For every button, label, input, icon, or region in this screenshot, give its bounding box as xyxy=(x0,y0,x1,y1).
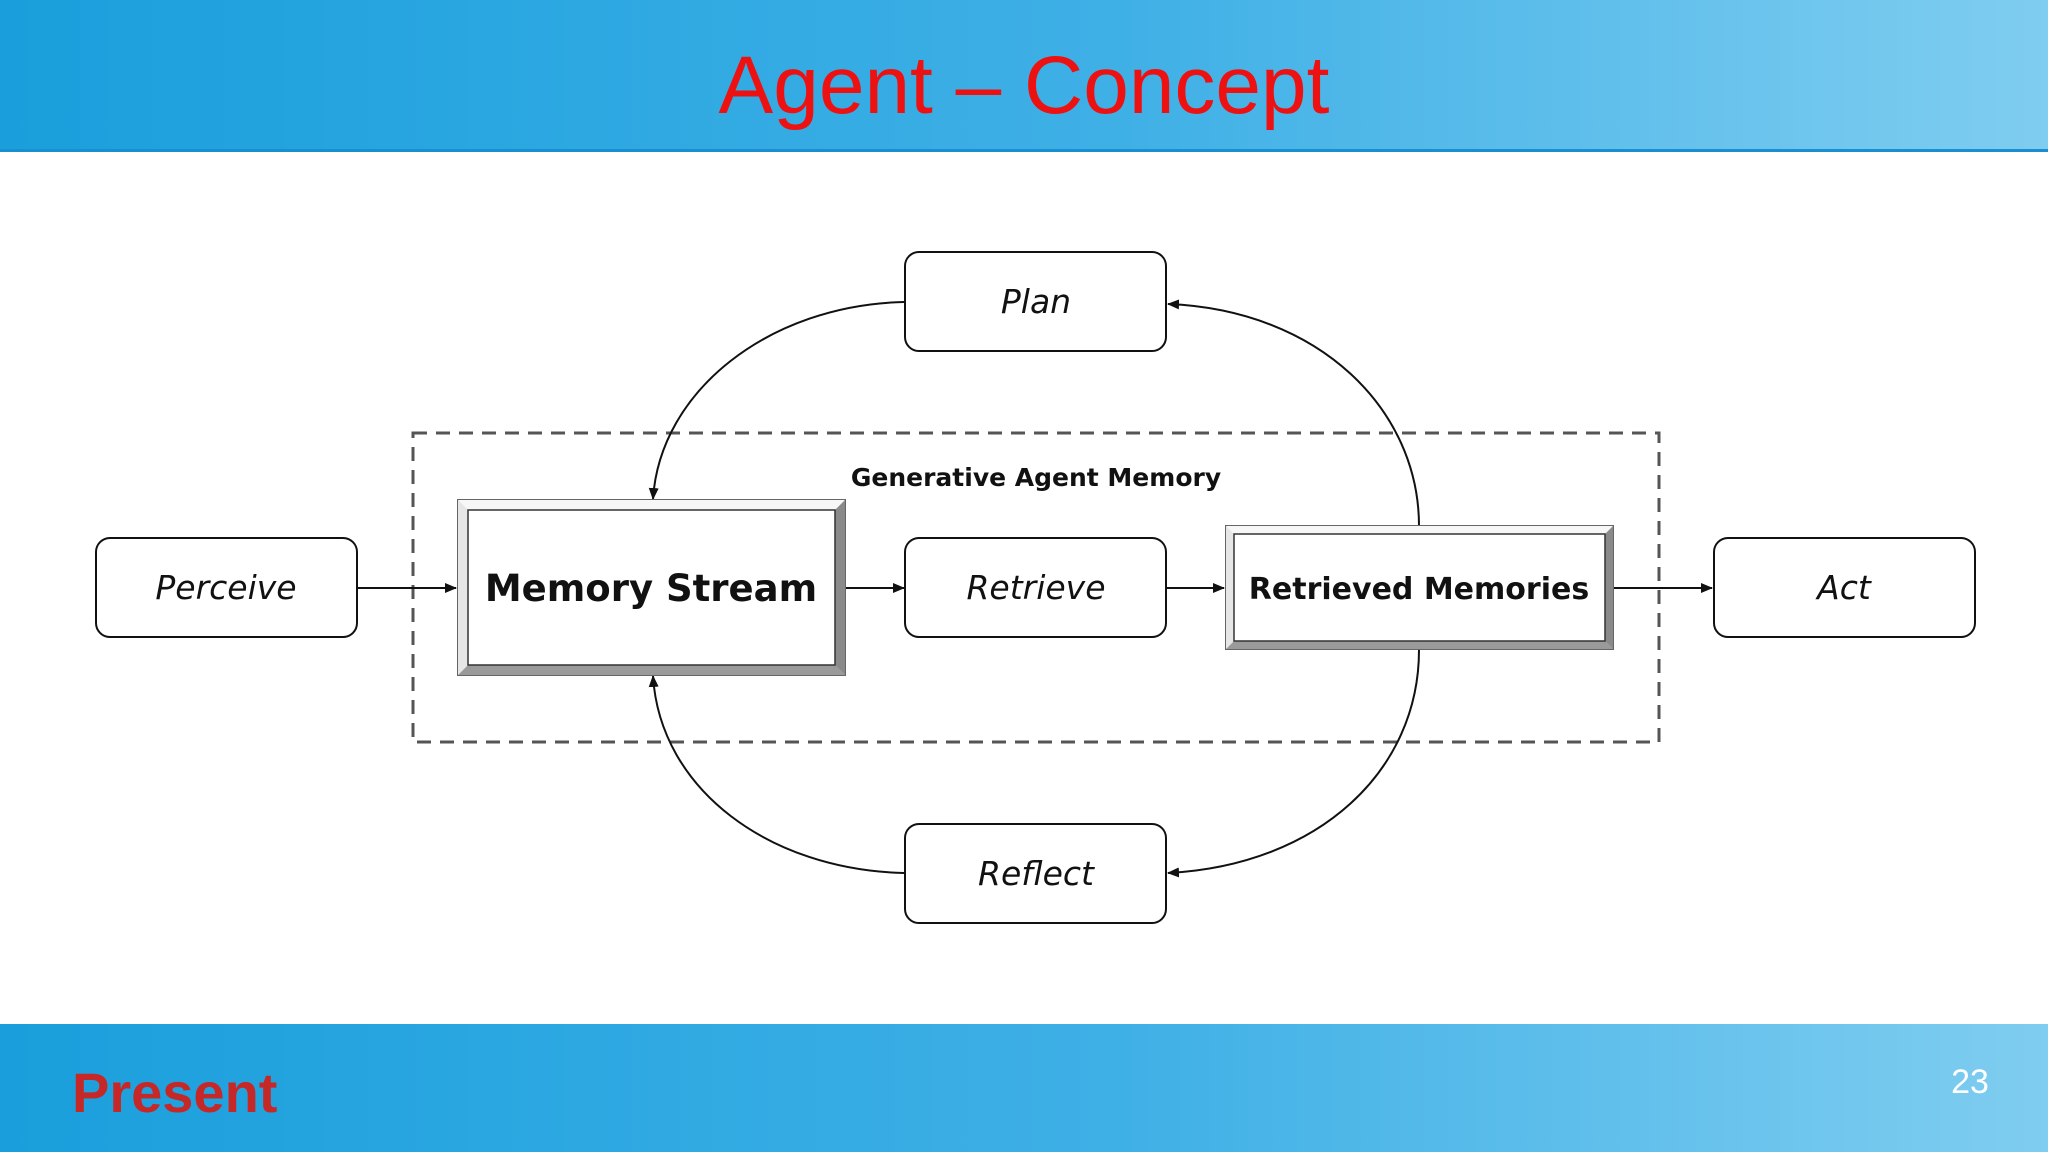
node-retrieved-memories-label: Retrieved Memories xyxy=(1249,572,1589,607)
node-memory-stream-label: Memory Stream xyxy=(485,567,817,610)
footer-label: Present xyxy=(72,1061,278,1124)
node-reflect: Reflect xyxy=(904,823,1167,924)
arc-retrieved-to-reflect xyxy=(1167,649,1420,878)
node-act-label: Act xyxy=(1815,568,1872,607)
node-perceive: Perceive xyxy=(95,537,358,638)
arc-retrieved-to-plan xyxy=(1167,299,1420,527)
node-plan-label: Plan xyxy=(1001,282,1071,321)
connectors xyxy=(358,299,1713,878)
footer-band xyxy=(0,1024,2048,1152)
slide-title: Agent – Concept xyxy=(718,40,1330,131)
node-plan: Plan xyxy=(904,251,1167,352)
node-retrieved-memories: Retrieved Memories xyxy=(1225,525,1614,650)
header-band xyxy=(0,0,2048,152)
group-label: Generative Agent Memory xyxy=(851,463,1221,492)
node-act: Act xyxy=(1713,537,1976,638)
node-reflect-label: Reflect xyxy=(978,854,1095,893)
page-number: 23 xyxy=(1951,1063,1989,1101)
node-perceive-label: Perceive xyxy=(155,568,296,607)
node-retrieve-label: Retrieve xyxy=(966,568,1105,607)
arc-reflect-to-memory xyxy=(648,675,905,874)
arc-plan-to-memory xyxy=(648,301,905,500)
node-memory-stream: Memory Stream xyxy=(457,499,846,676)
node-retrieve: Retrieve xyxy=(904,537,1167,638)
